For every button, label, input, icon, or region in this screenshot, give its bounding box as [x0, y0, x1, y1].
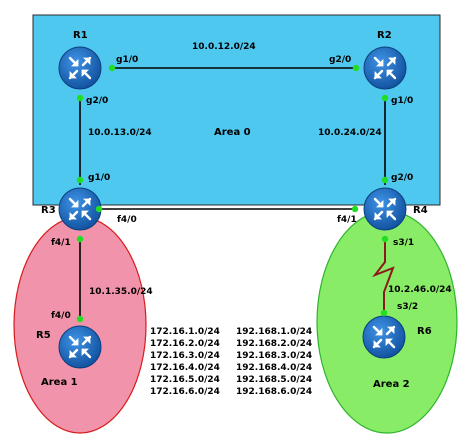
router-icon [362, 45, 408, 91]
route-entry: 192.168.4.0/24 [236, 363, 312, 373]
link-r4-r6-serial [372, 238, 395, 313]
port-dot [76, 315, 84, 323]
route-entry: 192.168.6.0/24 [236, 387, 312, 397]
port-dot [76, 176, 84, 184]
router-r1-name: R1 [73, 30, 88, 41]
router-r5-name: R5 [36, 330, 51, 341]
interface-label-r3-g1-0: g1/0 [88, 173, 110, 183]
router-r4[interactable] [362, 186, 408, 232]
port-dot [381, 176, 389, 184]
route-entry: 192.168.5.0/24 [236, 375, 312, 385]
router-icon [57, 45, 103, 91]
port-dot [381, 235, 389, 243]
interface-label-r4-s3-1: s3/1 [393, 238, 414, 248]
route-entry: 192.168.1.0/24 [236, 327, 312, 337]
router-r1[interactable] [57, 45, 103, 91]
port-dot [95, 205, 103, 213]
interface-label-r3-f4-1: f4/1 [51, 238, 71, 248]
interface-label-r3-f4-0: f4/0 [117, 215, 137, 225]
interface-label-r2-g1-0: g1/0 [391, 96, 413, 106]
interface-label-r1-g2-0: g2/0 [86, 96, 108, 106]
route-entry: 172.16.2.0/24 [150, 339, 220, 349]
router-icon [57, 324, 103, 370]
network-label-r4-r6: 10.2.46.0/24 [388, 285, 452, 295]
interface-label-r2-g2-0: g2/0 [329, 55, 351, 65]
router-r4-name: R4 [413, 205, 428, 216]
network-label-r2-r4: 10.0.24.0/24 [318, 128, 382, 138]
interface-label-r5-f4-0: f4/0 [51, 311, 71, 321]
network-label-r3-r5: 10.1.35.0/24 [89, 287, 153, 297]
router-r3-name: R3 [41, 205, 56, 216]
route-entry: 172.16.5.0/24 [150, 375, 220, 385]
router-icon [362, 186, 408, 232]
router-r6-name: R6 [417, 326, 432, 337]
port-dots [76, 64, 389, 323]
route-entry: 172.16.6.0/24 [150, 387, 220, 397]
port-dot [380, 309, 388, 317]
area-0-label: Area 0 [214, 127, 251, 138]
route-entry: 172.16.1.0/24 [150, 327, 220, 337]
port-dot [76, 94, 84, 102]
routes-list: 172.16.1.0/24 172.16.2.0/24 172.16.3.0/2… [150, 327, 312, 397]
area-0-region [32, 14, 441, 206]
interface-label-r1-g1-0: g1/0 [116, 55, 138, 65]
router-r2[interactable] [362, 45, 408, 91]
interface-label-r6-s3-2: s3/2 [397, 302, 418, 312]
interface-label-r4-f4-1: f4/1 [337, 215, 357, 225]
router-r3[interactable] [57, 186, 103, 232]
port-dot [76, 235, 84, 243]
port-dot [108, 64, 116, 72]
route-entry: 192.168.3.0/24 [236, 351, 312, 361]
route-entry: 172.16.3.0/24 [150, 351, 220, 361]
route-entry: 172.16.4.0/24 [150, 363, 220, 373]
router-icon [57, 186, 103, 232]
router-icon [361, 314, 407, 360]
area-2-label: Area 2 [373, 379, 410, 390]
port-dot [352, 64, 360, 72]
port-dot [381, 94, 389, 102]
port-dot [351, 205, 359, 213]
router-r2-name: R2 [377, 30, 392, 41]
router-r6[interactable] [361, 314, 407, 360]
network-label-r1-r2: 10.0.12.0/24 [192, 42, 256, 52]
router-r5[interactable] [57, 324, 103, 370]
interface-label-r4-g2-0: g2/0 [391, 173, 413, 183]
route-entry: 192.168.2.0/24 [236, 339, 312, 349]
area-1-label: Area 1 [41, 377, 78, 388]
network-label-r1-r3: 10.0.13.0/24 [88, 128, 152, 138]
